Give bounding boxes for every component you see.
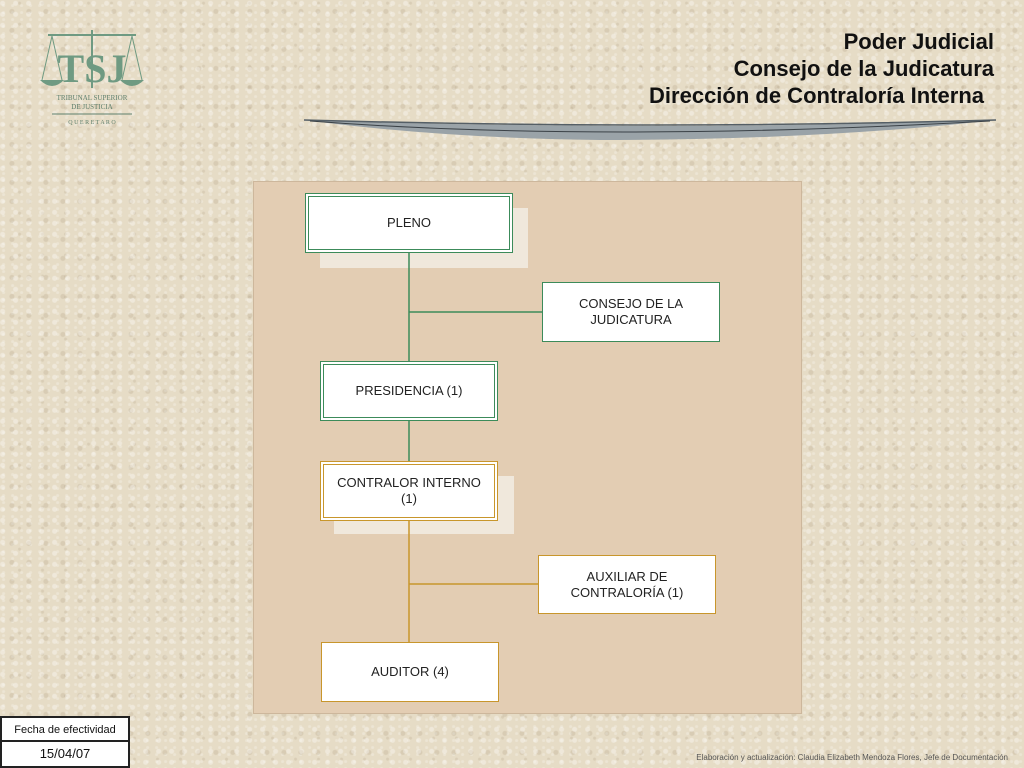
node-pleno-label: PLENO [386,215,432,230]
tsj-logo: TSJ TRIBUNAL SUPERIOR DE JUSTICIA Q U E … [40,30,144,126]
node-auxiliar-contraloria: AUXILIAR DE CONTRALORÍA (1) [538,555,716,614]
org-chart-panel [253,181,802,714]
svg-text:TSJ: TSJ [58,46,127,91]
node-consejo-judicatura: CONSEJO DE LA JUDICATURA [542,282,720,342]
node-presidencia: PRESIDENCIA (1) [320,361,498,421]
node-contralor-interno: CONTRALOR INTERNO (1) [320,461,498,521]
fecha-efectividad-value: 15/04/07 [39,746,91,761]
node-presidencia-label: PRESIDENCIA (1) [355,383,463,398]
header-line-3: Dirección de Contraloría Interna [649,83,984,108]
decorative-swoosh [303,119,997,140]
node-consejo-label: CONSEJO DE LA JUDICATURA [578,296,684,327]
node-auditor-label: AUDITOR (4) [371,664,449,679]
fecha-efectividad-label: Fecha de efectividad [2,718,128,742]
svg-text:Q U E R E T A R O: Q U E R E T A R O [68,120,116,126]
header-line-1: Poder Judicial [843,29,994,54]
header-line-2: Consejo de la Judicatura [733,56,994,81]
node-auditor: AUDITOR (4) [321,642,499,702]
svg-text:DE JUSTICIA: DE JUSTICIA [71,103,112,111]
node-contralor-label: CONTRALOR INTERNO (1) [337,475,481,506]
fecha-efectividad-box: Fecha de efectividad 15/04/07 [0,716,130,768]
header-titles: Poder Judicial Consejo de la Judicatura … [649,28,994,109]
node-pleno: PLENO [305,193,513,253]
svg-text:TRIBUNAL SUPERIOR: TRIBUNAL SUPERIOR [57,94,128,102]
node-auxiliar-label: AUXILIAR DE CONTRALORÍA (1) [570,568,684,600]
credit-text: Elaboración y actualización: Claudia Eli… [696,753,1008,762]
